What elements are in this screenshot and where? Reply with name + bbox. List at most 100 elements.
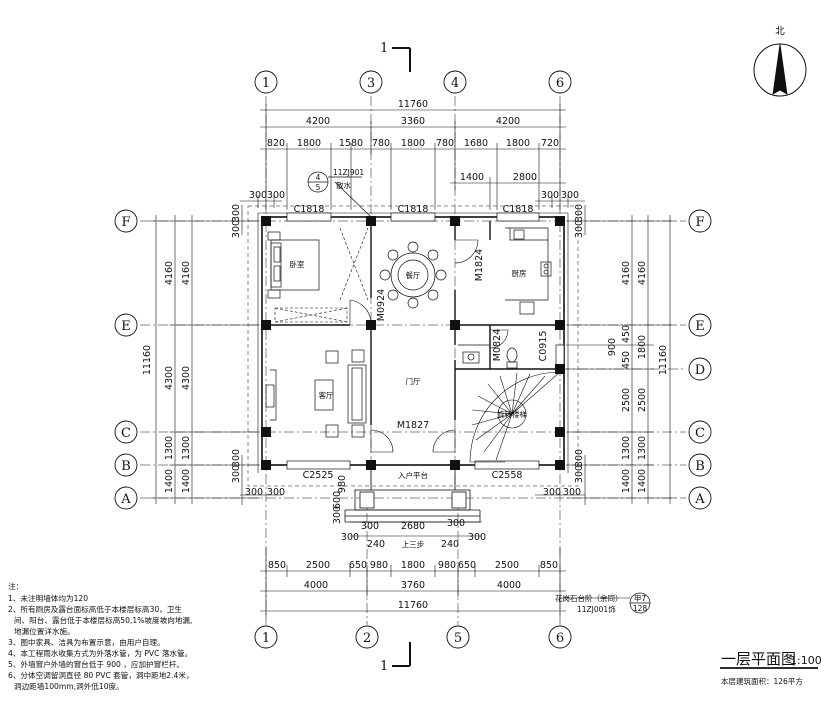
dim-right-1800: 1800	[637, 335, 648, 359]
room-label-stair: 旋转楼梯	[497, 409, 527, 419]
right-dimensions	[566, 205, 676, 505]
axis-label-right-E: E	[695, 319, 705, 334]
dim-bottom-4000a: 4000	[304, 580, 328, 591]
dim-left-300d: 300	[231, 465, 242, 483]
dim-bottom-2500a: 2500	[306, 560, 330, 571]
dim-left-300f: 300	[267, 487, 285, 498]
notes-line-6: 4、本工程雨水收集方式为外落水管，为 PVC 落水管。	[8, 648, 192, 658]
notes-title: 注：	[8, 581, 23, 591]
dim-top-1580: 1580	[339, 138, 363, 149]
dim-left-1400a: 1400	[164, 469, 175, 493]
dim-top-820: 820	[267, 138, 285, 149]
dim-left-1300b: 1300	[181, 436, 192, 460]
dim-top-300b: 300	[267, 190, 285, 201]
notes-line-8: 6、分体空调留洞直径 80 PVC 套管，洞中距地2.4米，	[8, 670, 194, 680]
axis-label-top-6: 6	[556, 76, 564, 91]
window-label-c1818-kitchen: C1818	[503, 204, 534, 215]
room-label-steps: 上三步	[402, 540, 425, 549]
axis-label-bottom-2: 2	[363, 631, 371, 646]
plan-title: 一层平面图	[721, 650, 796, 668]
dim-step-300d: 300	[468, 532, 486, 543]
dim-right-300e: 300	[543, 487, 561, 498]
axis-label-top-3: 3	[367, 76, 375, 91]
dim-right-300c: 300	[574, 449, 585, 467]
dim-top-1400: 1400	[460, 172, 484, 183]
detail-ref2-code: 11ZJ001饰	[577, 604, 616, 614]
room-label-kitchen: 厨房	[512, 268, 527, 278]
living-furniture	[265, 349, 367, 438]
bottom-dimensions	[240, 494, 630, 618]
dim-step-240b: 240	[441, 539, 459, 550]
dim-left-1400b: 1400	[181, 469, 192, 493]
bedroom-wardrobe	[274, 227, 369, 323]
room-label-entry: 入户平台	[398, 470, 428, 480]
dim-top-total: 11760	[398, 99, 428, 110]
door-label-m0924: M0924	[376, 289, 387, 321]
dim-left-4300a: 4300	[164, 366, 175, 390]
dim-bottom-3760: 3760	[401, 580, 425, 591]
interior-walls	[266, 217, 560, 425]
dim-right-900: 900	[607, 338, 618, 356]
notes-line-9: 洞边距墙100mm,洞外低10度。	[14, 681, 124, 691]
dim-right-2500a: 2500	[621, 388, 632, 412]
dim-bottom-980a: 980	[370, 560, 388, 571]
area-note: 本层建筑面积：126平方	[721, 676, 803, 686]
plan-scale: 1:100	[790, 654, 822, 667]
notes-line-5: 3、图中家具、洁具为布置示意，由用户自理。	[8, 637, 165, 647]
kitchen-counter	[505, 227, 552, 315]
dim-top-4200-right: 4200	[496, 116, 520, 127]
section-label-bottom: 1	[380, 659, 388, 674]
dim-right-450b: 450	[621, 351, 632, 369]
room-label-hall: 门厅	[406, 377, 421, 386]
left-dimensions	[150, 205, 260, 505]
dim-right-4160b: 4160	[637, 261, 648, 285]
dim-bottom-650a: 650	[349, 560, 367, 571]
dim-top-1800a: 1800	[297, 138, 321, 149]
section-marker-bottom	[392, 642, 411, 667]
axis-label-bottom-1: 1	[262, 631, 270, 646]
top-dimensions	[240, 104, 585, 210]
dim-bottom-850b: 850	[540, 560, 558, 571]
dim-left-300a: 300	[231, 204, 242, 222]
dim-right-1400b: 1400	[637, 469, 648, 493]
detail-ref2-bubble	[629, 592, 651, 614]
axis-label-right-F: F	[695, 215, 704, 230]
dim-bottom-850a: 850	[268, 560, 286, 571]
axis-label-right-C: C	[695, 426, 705, 441]
dim-bottom-1800: 1800	[401, 560, 425, 571]
dim-right-2500b: 2500	[637, 388, 648, 412]
dim-top-3360: 3360	[401, 116, 425, 127]
dim-step-240a: 240	[367, 539, 385, 550]
dim-right-300a: 300	[574, 204, 585, 222]
spiral-staircase	[469, 371, 561, 463]
dining-table	[379, 241, 447, 309]
dim-entry-980: 980	[337, 475, 348, 493]
dim-right-1300b: 1300	[637, 436, 648, 460]
notes-line-3: 间、阳台、露台低于本楼层标高50,1%坡度坡向地漏,	[14, 615, 192, 625]
door-label-m1827: M1827	[397, 420, 429, 431]
notes-line-1: 1、未注明墙体均为120	[8, 593, 88, 603]
dim-bottom-4000b: 4000	[497, 580, 521, 591]
dim-bottom-total: 11760	[398, 600, 428, 611]
section-marker-top	[392, 47, 411, 72]
dim-top-1680: 1680	[464, 138, 488, 149]
window-label-c0915: C0915	[538, 331, 549, 362]
detail-ref-note: 散水	[336, 180, 351, 190]
door-swings	[349, 239, 509, 453]
dim-right-1400a: 1400	[621, 469, 632, 493]
window-label-c1818-bedroom: C1818	[294, 204, 325, 215]
door-label-m1824: M1824	[474, 249, 485, 281]
room-label-dining: 餐厅	[406, 271, 421, 280]
axis-label-top-1: 1	[262, 76, 270, 91]
north-arrow	[753, 43, 807, 97]
dim-right-300b: 300	[574, 220, 585, 238]
dim-top-2800: 2800	[513, 172, 537, 183]
detail-ref-top: 4	[316, 173, 321, 182]
window-label-c1818-dining: C1818	[398, 204, 429, 215]
dim-entry-600: 600	[332, 491, 343, 509]
room-label-bedroom: 卧室	[290, 259, 305, 269]
detail-ref-code: 11ZJ901	[333, 168, 364, 177]
dim-left-300b: 300	[231, 220, 242, 238]
dim-bottom-650b: 650	[458, 560, 476, 571]
bathroom-fixtures	[458, 344, 518, 369]
